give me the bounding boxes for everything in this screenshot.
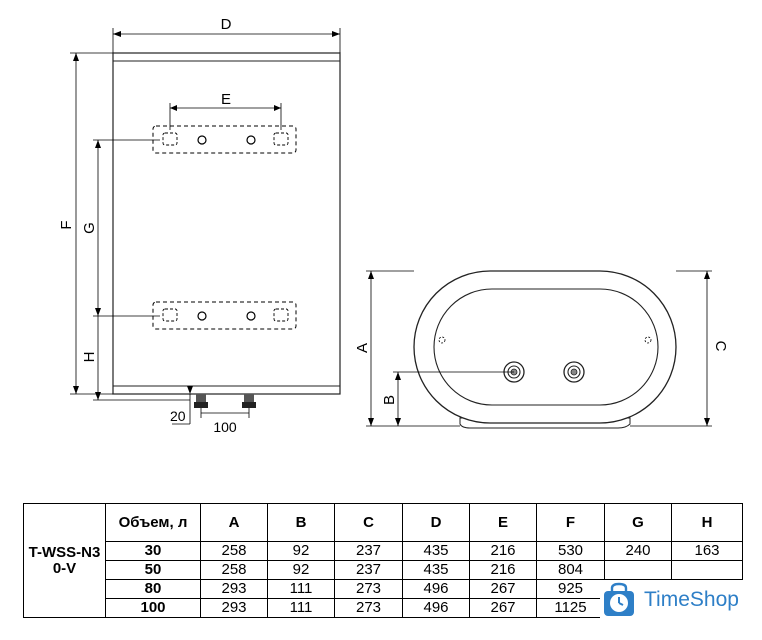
table-cell: 530: [536, 541, 605, 561]
col-header: B: [267, 503, 335, 542]
table-cell: 267: [469, 579, 537, 599]
inlet-pipe: [196, 394, 206, 403]
dim-label-e: E: [221, 91, 231, 108]
table-cell: 435: [402, 560, 470, 580]
dim-label-c: C: [712, 341, 729, 352]
table-cell: 925: [536, 579, 605, 599]
model-cell: T-WSS-N30-V: [23, 503, 106, 618]
table-cell: 216: [469, 560, 537, 580]
dim-label-d: D: [221, 16, 232, 33]
table-cell: 267: [469, 598, 537, 618]
table-cell: 240: [604, 541, 672, 561]
table-cell: 496: [402, 598, 470, 618]
front-view: D E F G: [58, 16, 341, 435]
table-cell: 293: [200, 598, 268, 618]
table-cell: 804: [536, 560, 605, 580]
table-cell: 273: [334, 598, 403, 618]
timeshop-watermark: TimeShop: [600, 580, 760, 620]
table-cell: 273: [334, 579, 403, 599]
volume-cell: 100: [105, 598, 201, 618]
volume-cell: 50: [105, 560, 201, 580]
specs-table: T-WSS-N30-V Объем, л A B C D E F G H 30 …: [23, 503, 743, 618]
outlet-pipe: [244, 394, 254, 403]
col-header: E: [469, 503, 537, 542]
table-cell: [671, 560, 743, 580]
dim-label-b: B: [381, 395, 398, 405]
table-cell: 435: [402, 541, 470, 561]
volume-cell: 80: [105, 579, 201, 599]
table-cell: 258: [200, 560, 268, 580]
clock-bag-icon: [604, 582, 634, 616]
table-cell: [604, 560, 672, 580]
volume-header: Объем, л: [105, 503, 201, 542]
table-cell: 496: [402, 579, 470, 599]
tank-outline-outer: [413, 270, 677, 424]
tank-body: [112, 52, 341, 395]
volume-cell: 30: [105, 541, 201, 561]
col-header: G: [604, 503, 672, 542]
col-header: H: [671, 503, 743, 542]
col-header: F: [536, 503, 605, 542]
table-cell: 1125: [536, 598, 605, 618]
table-cell: 163: [671, 541, 743, 561]
tank-outline-inner: [433, 288, 659, 406]
col-header: A: [200, 503, 268, 542]
dim-label-a: A: [354, 343, 371, 353]
side-view: A B C: [354, 270, 729, 429]
table-cell: 92: [267, 560, 335, 580]
dim-label-f: F: [58, 220, 75, 229]
table-cell: 293: [200, 579, 268, 599]
col-header: C: [334, 503, 403, 542]
dim-label-100: 100: [213, 419, 237, 435]
watermark-text: TimeShop: [644, 588, 739, 611]
table-cell: 237: [334, 560, 403, 580]
col-header: D: [402, 503, 470, 542]
dim-label-20: 20: [170, 408, 186, 424]
table-row: 30 258 92 237 435 216 530 240 163: [24, 541, 743, 561]
dim-label-g: G: [81, 222, 98, 234]
table-cell: 92: [267, 541, 335, 561]
table-row: 50 258 92 237 435 216 804: [24, 560, 743, 580]
table-header-row: T-WSS-N30-V Объем, л A B C D E F G H: [23, 503, 743, 618]
table-cell: 216: [469, 541, 537, 561]
table-cell: 258: [200, 541, 268, 561]
table-cell: 237: [334, 541, 403, 561]
table-cell: 111: [267, 598, 335, 618]
table-cell: 111: [267, 579, 335, 599]
dim-label-h: H: [81, 352, 98, 363]
technical-drawing: D E F G: [58, 16, 729, 435]
